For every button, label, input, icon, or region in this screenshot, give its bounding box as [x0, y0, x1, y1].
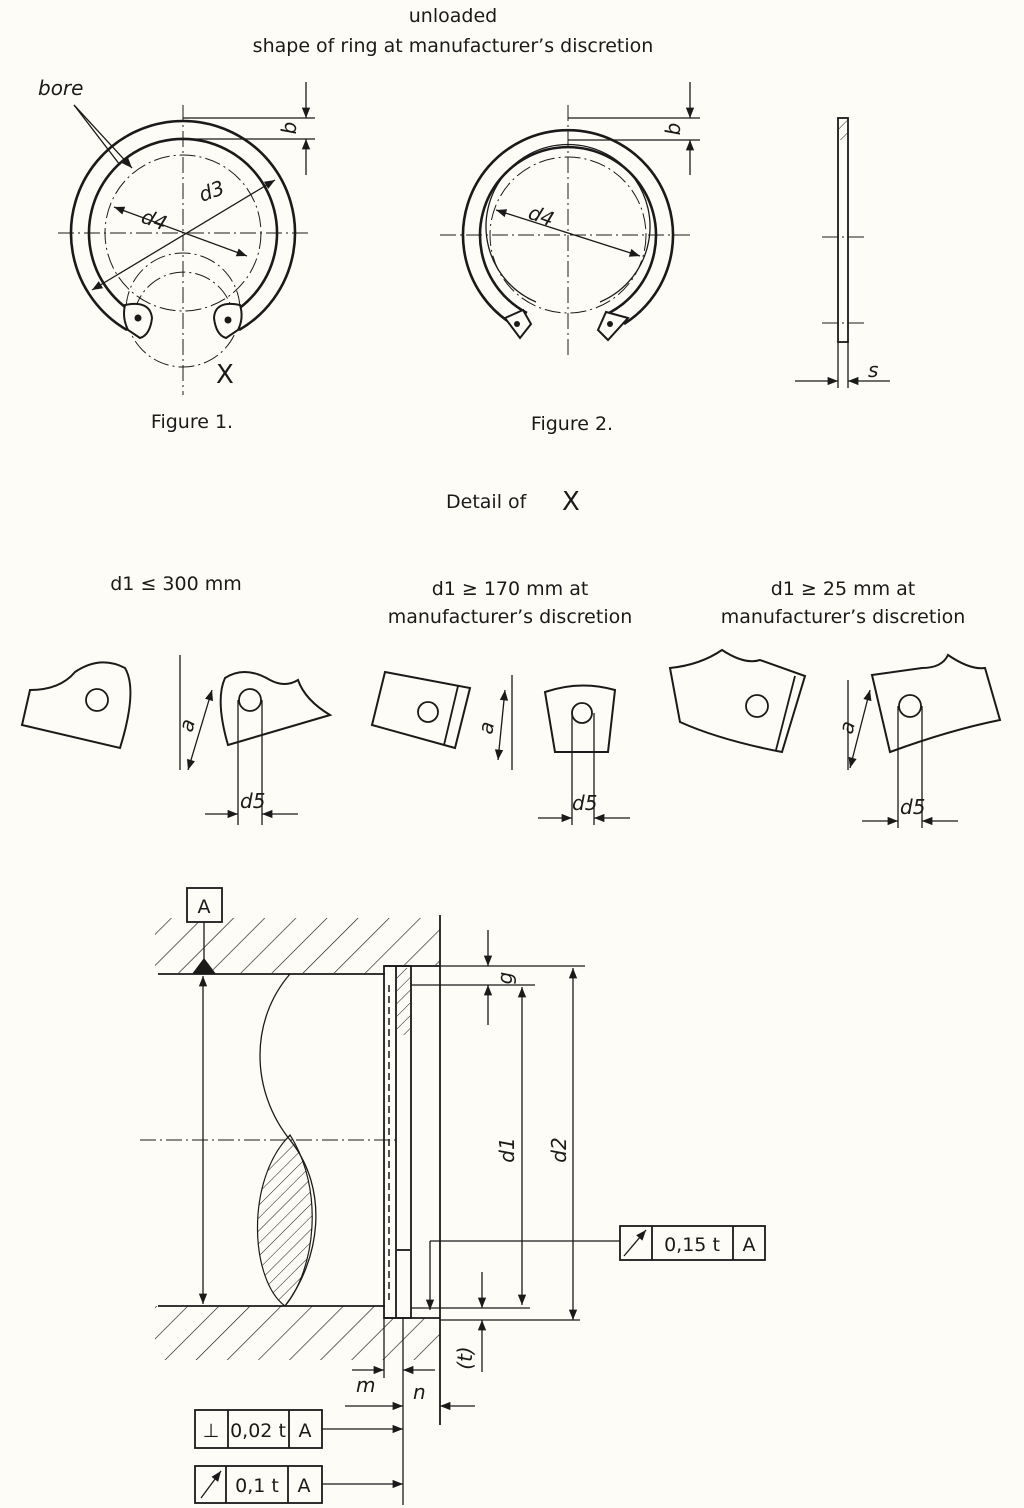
d5-label: d5 [900, 795, 925, 819]
ring-section-hatch [397, 968, 410, 1035]
tolerance-frame [194, 1465, 323, 1504]
section-hatch [839, 120, 847, 140]
detail-title: Detail of [446, 491, 528, 513]
lug-left-edge [775, 675, 796, 751]
g-label: g [493, 972, 517, 985]
bore-label: bore [38, 76, 83, 100]
detail-x-marker: X [216, 360, 234, 390]
lug-left [370, 670, 472, 750]
bore-circle [489, 156, 647, 314]
tolerance-datum: A [298, 1475, 311, 1497]
d5-label: d5 [572, 791, 597, 815]
tolerance-frame [194, 1409, 323, 1449]
housing-hatch-bottom-groove [385, 1318, 440, 1360]
lug-hole-right [607, 321, 613, 327]
ring-outer-edge [69, 119, 297, 332]
detail-variant-2: d1 ≥ 170 mm at manufacturer’s discretion… [370, 578, 633, 825]
d4-label: d4 [525, 200, 557, 231]
housing-hatch-bottom [155, 1306, 385, 1360]
lug-right [543, 684, 617, 753]
datum-triangle [192, 958, 216, 974]
a-label: a [834, 718, 860, 736]
hole-left [85, 688, 109, 712]
housing-hatch-top [155, 918, 385, 973]
b-label: b [661, 123, 685, 136]
n-label: n [413, 1380, 426, 1404]
retaining-ring-section [383, 965, 412, 1319]
ring-section [837, 117, 849, 343]
a-dimension [848, 689, 872, 769]
variant-3-caption-line1: d1 ≥ 25 mm at [771, 578, 916, 600]
variant-1-caption: d1 ≤ 300 mm [110, 573, 241, 595]
installation-section: A g d1 d2 (t) m n [140, 887, 766, 1505]
tolerance-frame-runout-0-1: 0,1 t A [194, 1465, 403, 1504]
hole-right [238, 688, 262, 712]
m-label: m [356, 1373, 375, 1397]
tolerance-frame-perpendicularity: ⊥ 0,02 t A [194, 1409, 403, 1449]
d4-dimension [495, 209, 641, 257]
detail-marker: X [562, 487, 580, 517]
lug-left-edge [443, 685, 459, 746]
d1-label: d1 [495, 1137, 519, 1162]
tolerance-frame-runout-0-15: 0,15 t A [619, 1225, 766, 1261]
lug-right [219, 671, 333, 747]
hole-right [898, 694, 922, 718]
housing-hatch-top-groove [385, 918, 440, 965]
b-label: b [277, 122, 301, 135]
variant-3-caption-line2: manufacturer’s discretion [721, 606, 966, 628]
datum-box [186, 887, 223, 923]
ring-inner-edge [478, 145, 658, 315]
a-dimension [494, 689, 509, 761]
break-section-hatch [257, 1134, 313, 1307]
lug-hole-right [224, 316, 232, 324]
d5-label: d5 [240, 789, 265, 813]
figure-2: d4 b Figure 2. [440, 82, 700, 435]
lug-hole-left [134, 314, 142, 322]
lug-right [870, 653, 1002, 754]
d3-dimension [91, 179, 276, 291]
bore-leader [73, 104, 121, 166]
figure-1-caption: Figure 1. [151, 411, 233, 433]
header-unloaded: unloaded [409, 5, 497, 27]
lug-right [596, 310, 630, 342]
bore-arrow [73, 104, 133, 169]
lug-hole-left [514, 321, 520, 327]
hole-left [745, 694, 769, 718]
tolerance-value: 0,15 t [664, 1234, 720, 1256]
tolerance-value: 0,02 t [230, 1420, 286, 1442]
a-label: a [174, 716, 200, 734]
d3-label: d3 [196, 175, 228, 206]
hole-left [417, 701, 439, 723]
tolerance-value: 0,1 t [235, 1475, 279, 1497]
detail-variant-3: d1 ≥ 25 mm at manufacturer’s discretion … [668, 578, 1002, 828]
lug-left [668, 648, 807, 754]
d4-label: d4 [138, 204, 170, 235]
runout-icon [623, 1229, 647, 1257]
d2-label: d2 [547, 1137, 571, 1162]
detail-variant-1: d1 ≤ 300 mm a d5 [20, 573, 333, 825]
a-dimension [187, 689, 213, 771]
s-label: s [868, 358, 878, 382]
figure-1: bore d4 d3 b X Figure 1. [38, 76, 315, 433]
d4-dimension [113, 206, 248, 257]
ring-inner-line [485, 143, 651, 303]
header-shape-note: shape of ring at manufacturer’s discreti… [253, 35, 654, 57]
side-view: s [795, 117, 890, 388]
t-label: (t) [453, 1346, 477, 1369]
perpendicularity-icon: ⊥ [203, 1420, 220, 1442]
figure-2-caption: Figure 2. [531, 413, 613, 435]
tolerance-datum: A [743, 1234, 756, 1256]
variant-2-caption-line1: d1 ≥ 170 mm at [432, 578, 589, 600]
variant-2-caption-line2: manufacturer’s discretion [388, 606, 633, 628]
a-label: a [473, 720, 499, 736]
lug-left [20, 661, 132, 750]
runout-icon [200, 1470, 222, 1499]
tolerance-datum: A [299, 1420, 312, 1442]
datum-label: A [198, 896, 211, 918]
ring-outer-edge [461, 128, 675, 326]
